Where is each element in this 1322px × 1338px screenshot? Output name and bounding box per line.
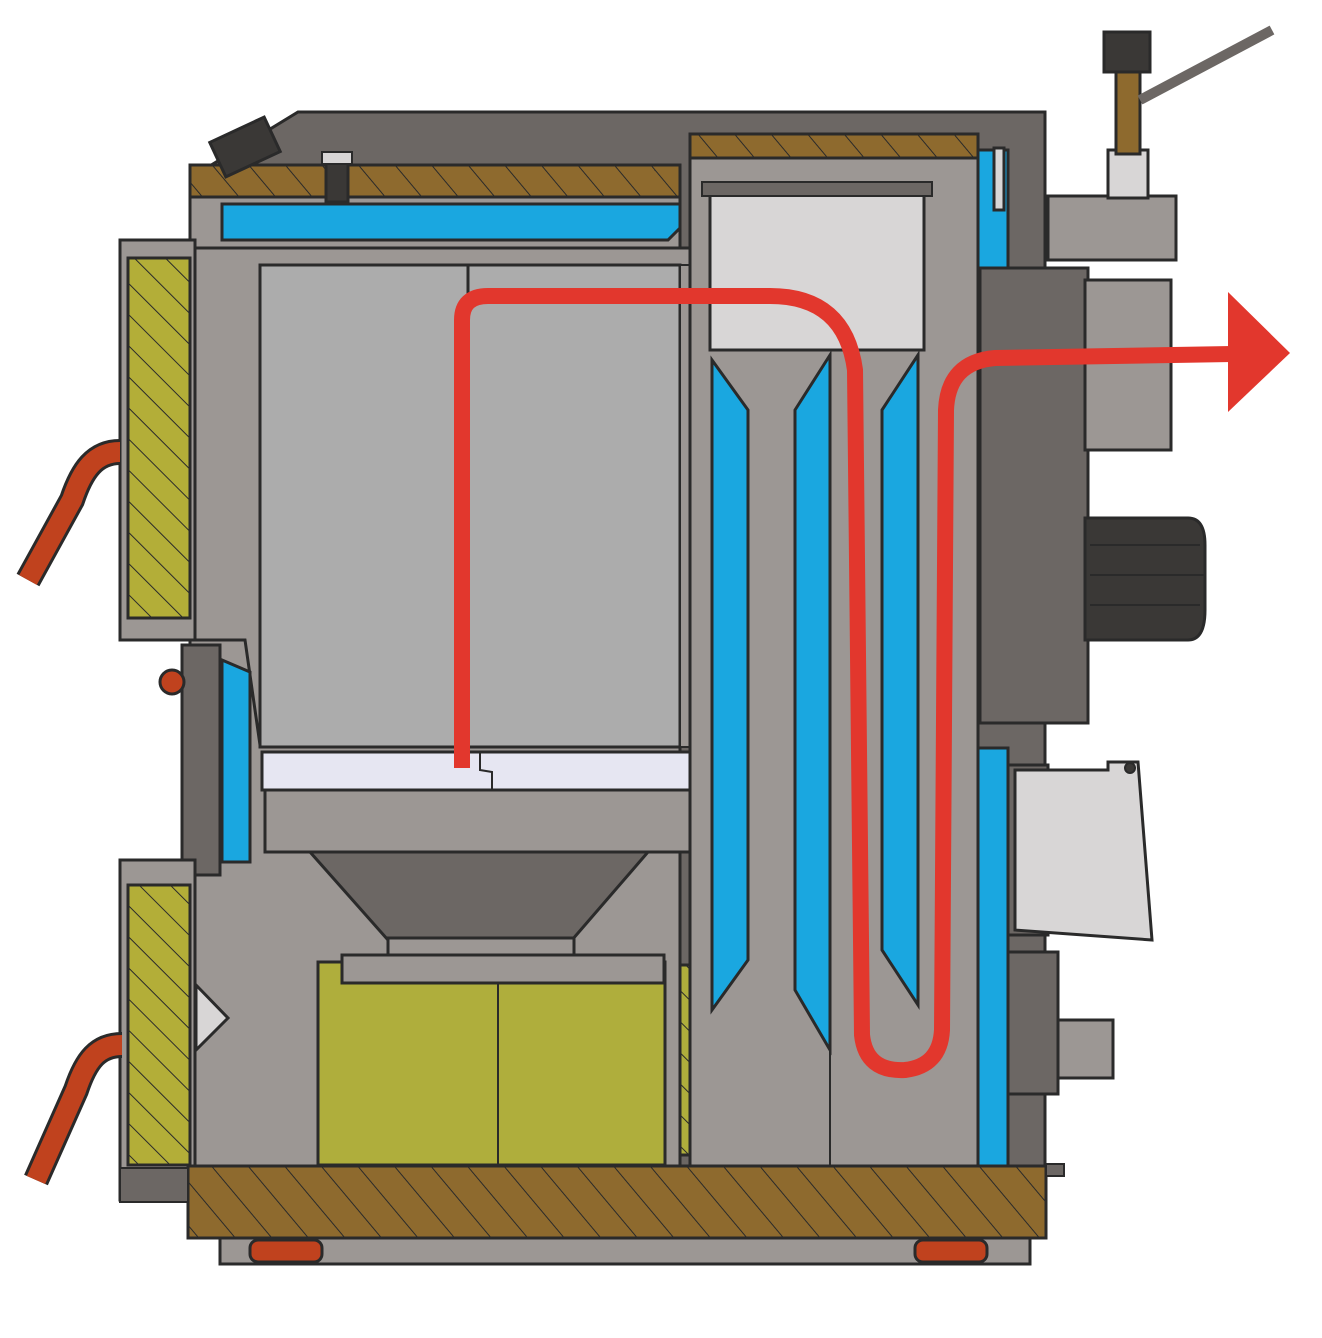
lower-door-handle-grip: [26, 1035, 123, 1185]
flue-outlet: [1083, 278, 1173, 452]
flue-outlet-frame: [978, 266, 1090, 725]
control-knob-icon[interactable]: [1083, 516, 1207, 642]
valve-capillary: [1137, 25, 1275, 105]
return-pipe-frame: [1006, 950, 1060, 1096]
ash-box[interactable]: [316, 953, 667, 1167]
ash-box-lid: [340, 953, 666, 985]
flue-outlet-arrow-icon: [1228, 292, 1290, 412]
foot-left: [248, 1238, 324, 1264]
valve-cap-icon[interactable]: [1102, 30, 1152, 74]
base-rail-left: [119, 1167, 189, 1203]
exchanger-top-chamber: [708, 188, 926, 352]
lower-door-hatch: [126, 883, 192, 1167]
base-insulation-hatch: [186, 1164, 1048, 1240]
cleaning-door[interactable]: [1013, 760, 1154, 942]
top-sensor-plug: [324, 158, 350, 204]
water-jacket-top: [220, 202, 682, 242]
water-baffle-1: [710, 355, 750, 1015]
top-insulation-left-hatch: [188, 163, 682, 199]
fuel-hopper-right: [466, 263, 682, 749]
valve-body: [1106, 148, 1150, 200]
left-front-frame: [180, 643, 222, 877]
sensor-well: [992, 146, 1006, 212]
valve-stem: [1114, 62, 1142, 156]
flue-gas-path: [454, 288, 1233, 1079]
upper-door[interactable]: [118, 238, 197, 642]
upper-door-handle-grip: [19, 442, 121, 585]
water-jacket-right-lower: [976, 746, 1010, 1170]
fuel-hopper-left: [258, 263, 470, 749]
water-jacket-left-lower: [220, 657, 252, 864]
thermometer-knob-icon[interactable]: [158, 668, 186, 696]
water-baffle-2: [793, 349, 832, 1056]
base-plate: [218, 1236, 1032, 1266]
cleaning-door-hinge: [1124, 762, 1136, 774]
air-flap-icon: [194, 981, 231, 1054]
return-pipe: [1056, 1018, 1115, 1080]
lower-door[interactable]: [118, 858, 197, 1202]
water-baffle-3: [880, 349, 920, 1011]
top-insulation-right-hatch: [688, 132, 980, 162]
exchanger-top-rim: [701, 181, 933, 197]
top-sensor-cap: [321, 151, 353, 165]
top-damper-knob: [207, 115, 283, 179]
base-rail-right: [1045, 1163, 1065, 1177]
flow-pipe: [1046, 194, 1178, 262]
upper-door-hatch: [126, 256, 192, 620]
foot-right: [913, 1238, 989, 1264]
ash-shelf: [263, 788, 699, 854]
